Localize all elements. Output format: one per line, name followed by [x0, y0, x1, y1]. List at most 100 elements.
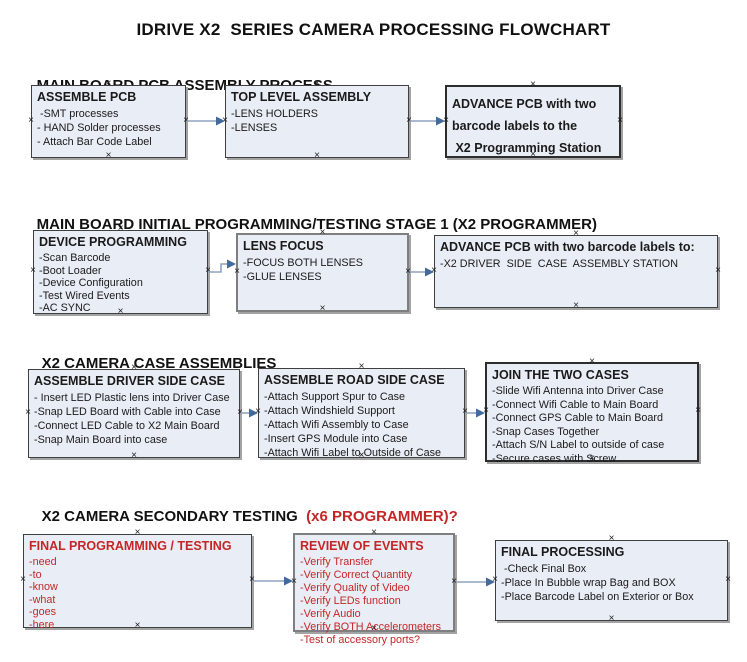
connection-handle-icon: ×: [358, 361, 365, 372]
box-item: -Connect LED Cable to X2 Main Board: [34, 420, 220, 432]
box-item: barcode labels to the: [452, 119, 578, 133]
connection-handle-icon: ×: [30, 265, 36, 276]
box-item: -Place Barcode Label on Exterior or Box: [501, 591, 694, 603]
connection-handle-icon: ×: [131, 450, 137, 461]
connection-handle-icon: ×: [20, 574, 26, 585]
section-heading-secondary-testing: X2 CAMERA SECONDARY TESTING (x6 PROGRAMM…: [25, 491, 458, 542]
connection-handle-icon: ×: [406, 114, 412, 126]
connection-handle-icon: ×: [695, 405, 701, 416]
box-item: -Verify BOTH Accelerometers: [300, 621, 441, 633]
box-title: ADVANCE PCB with two barcode labels to:: [440, 240, 695, 254]
box-item: -Slide Wifi Antenna into Driver Case: [492, 385, 664, 397]
box-item: -know: [29, 581, 58, 593]
arrow-assemble-to-toplevel: [187, 116, 225, 126]
box-item: -Scan Barcode: [39, 252, 111, 264]
connection-handle-icon: ×: [431, 264, 437, 276]
box-title: JOIN THE TWO CASES: [492, 368, 629, 382]
box-assemble-driver-side-case: ASSEMBLE DRIVER SIDE CASE- Insert LED Pl…: [25, 363, 243, 461]
box-title: DEVICE PROGRAMMING: [39, 235, 187, 249]
heading-text: MAIN BOARD INITIAL PROGRAMMING/TESTING S…: [36, 216, 597, 233]
connection-handle-icon: ×: [608, 533, 615, 544]
connection-handle-icon: ×: [291, 575, 297, 587]
section-heading-case-assemblies: X2 CAMERA CASE ASSEMBLIES: [25, 338, 277, 389]
arrow-finalprog-to-review: [253, 576, 293, 586]
box-title: ASSEMBLE PCB: [37, 90, 137, 104]
box-title: ASSEMBLE ROAD SIDE CASE: [264, 373, 445, 387]
connection-handle-icon: ×: [28, 114, 34, 126]
box-review-of-events: REVIEW OF EVENTS-Verify Transfer-Verify …: [291, 528, 457, 647]
box-item: -Verify Audio: [300, 608, 361, 620]
box-item: -X2 DRIVER SIDE CASE ASSEMBLY STATION: [440, 258, 678, 270]
page-title: IDRIVE X2 SERIES CAMERA PROCESSING FLOWC…: [136, 20, 611, 39]
connection-handle-icon: ×: [462, 406, 468, 417]
box-item: - Attach Bar Code Label: [37, 136, 152, 148]
box-title: FINAL PROGRAMMING / TESTING: [29, 539, 232, 553]
connection-handle-icon: ×: [234, 265, 240, 277]
box-title: REVIEW OF EVENTS: [300, 539, 424, 553]
box-item: -LENSES: [231, 122, 278, 134]
arrow-device-to-lensfocus: [209, 259, 236, 273]
arrow-roadside-to-join: [466, 408, 485, 418]
connection-handle-icon: ×: [205, 265, 211, 276]
box-assemble-road-side-case: ASSEMBLE ROAD SIDE CASE -Attach Support S…: [255, 362, 468, 461]
connection-handle-icon: ×: [237, 406, 243, 418]
box-item: -Verify LEDs function: [300, 595, 401, 607]
section-heading-initial-programming: MAIN BOARD INITIAL PROGRAMMING/TESTING S…: [20, 199, 597, 250]
connection-handle-icon: ×: [255, 406, 261, 417]
arrow-lensfocus-to-advance: [410, 267, 434, 277]
connection-handle-icon: ×: [314, 150, 320, 161]
box-item: X2 Programming Station: [452, 141, 602, 155]
box-item: -Snap Cases Together: [492, 425, 600, 438]
box-item: -Connect GPS Cable to Main Board: [492, 412, 664, 424]
box-title: TOP LEVEL ASSEMBLY: [231, 90, 372, 104]
arrow-review-to-finalprocessing: [456, 577, 495, 587]
arrow-toplevel-to-advance: [410, 116, 445, 126]
box-item: -Snap Main Board into case: [34, 434, 168, 446]
box-item: -GLUE LENSES: [243, 271, 322, 283]
box-device-programming: DEVICE PROGRAMMING -Scan Barcode-Boot Loa…: [30, 224, 211, 317]
arrow-driverside-to-roadside: [241, 408, 258, 418]
box-item: -Place In Bubble wrap Bag and BOX: [501, 577, 676, 589]
box-item: -LENS HOLDERS: [231, 108, 318, 120]
connection-handle-icon: ×: [319, 303, 326, 314]
box-item: -Attach Windshield Support: [264, 405, 395, 417]
box-title: FINAL PROCESSING: [501, 545, 625, 559]
box-item: -Attach Wifi Label to Outside of Case: [264, 447, 442, 459]
box-item: -Verify Quality of Video: [300, 582, 410, 594]
box-item: -Connect Wifi Cable to Main Board: [492, 398, 659, 411]
connection-handle-icon: ×: [715, 264, 721, 276]
box-top-level-assembly: TOP LEVEL ASSEMBLY-LENS HOLDERS-LENSES××…: [222, 79, 412, 161]
box-item: -Secure cases with Screw: [492, 452, 617, 465]
box-item: -Insert GPS Module into Case: [264, 433, 408, 445]
box-item: -SMT processes: [37, 108, 119, 120]
connection-handle-icon: ×: [617, 114, 623, 126]
box-item: -Snap LED Board with Cable into Case: [34, 406, 221, 418]
box-item: -goes: [29, 606, 57, 618]
box-item: -Test of accessory ports?: [300, 634, 421, 646]
box-item: -Boot Loader: [39, 264, 102, 277]
box-item: -Attach Support Spur to Case: [264, 391, 406, 403]
box-final-processing: FINAL PROCESSING -Check Final Box -Place …: [492, 534, 731, 624]
box-advance-pcb-driver-side: ADVANCE PCB with two barcode labels to: -…: [431, 229, 721, 311]
box-item: -Check Final Box: [501, 563, 587, 575]
box-item: -FOCUS BOTH LENSES: [243, 257, 363, 269]
box-item: - HAND Solder processes: [37, 122, 161, 134]
box-item: -AC SYNC: [39, 302, 91, 314]
connection-handle-icon: ×: [183, 114, 189, 126]
box-item: -Attach S/N Label to outside of case: [492, 439, 665, 451]
box-item: - Insert LED Plastic lens into Driver Ca…: [34, 392, 230, 404]
connection-handle-icon: ×: [222, 114, 228, 126]
connection-handle-icon: ×: [451, 575, 457, 587]
heading-suffix-red: (x6 PROGRAMMER)?: [301, 508, 458, 525]
box-item: -Attach Wifi Assembly to Case: [264, 419, 409, 431]
connection-handle-icon: ×: [483, 405, 489, 416]
box-item: -Device Configuration: [39, 277, 143, 289]
box-item: -need: [29, 556, 57, 568]
box-assemble-pcb: ASSEMBLE PCB -SMT processes - HAND Solder…: [28, 79, 189, 161]
connection-handle-icon: ×: [608, 613, 615, 624]
box-item: -here: [29, 618, 55, 631]
connection-handle-icon: ×: [25, 406, 31, 418]
box-item: -to: [29, 568, 42, 581]
box-item: -what: [29, 593, 56, 606]
